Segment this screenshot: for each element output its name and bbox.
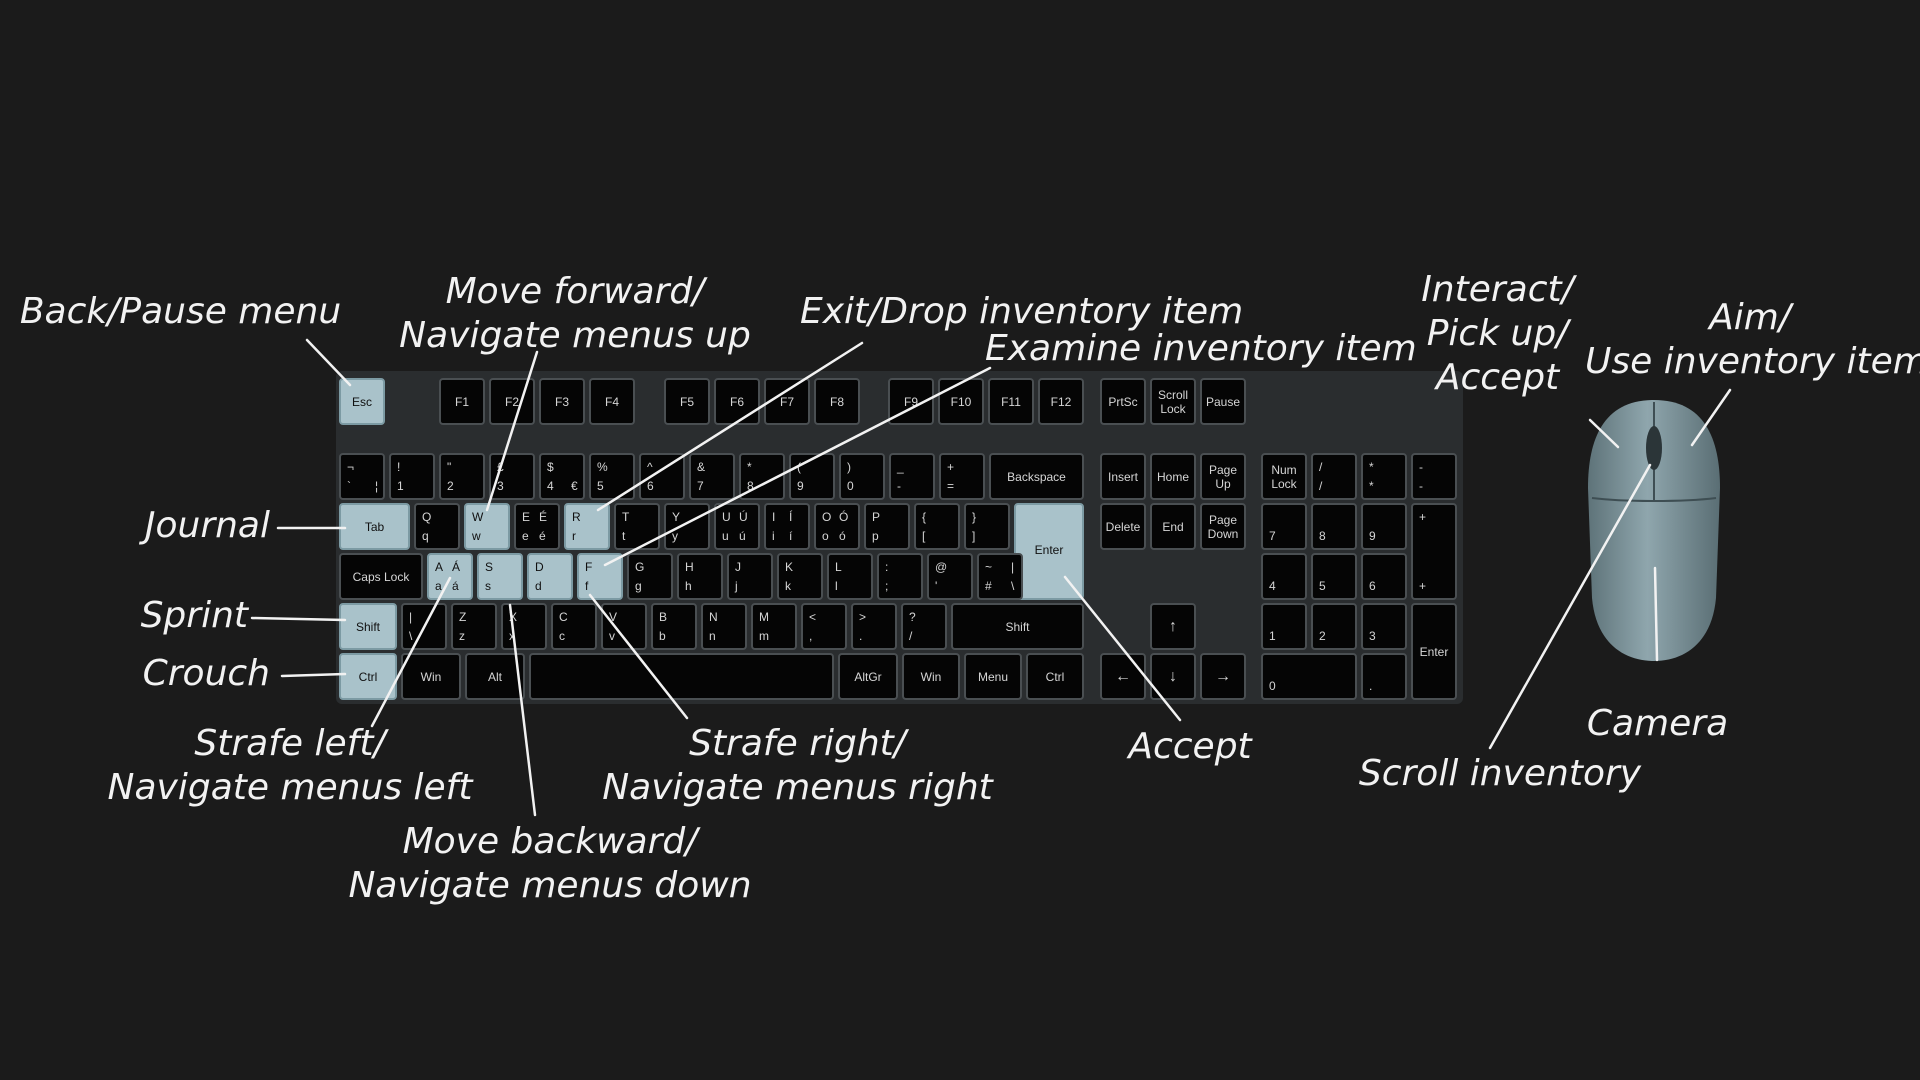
label-examine: Examine inventory item: [985, 327, 1405, 371]
label-journal: Journal: [100, 504, 270, 548]
callout-line-left-click: [1590, 420, 1618, 447]
callout-line-d: [590, 595, 687, 718]
callout-line-right-click: [1692, 390, 1730, 445]
callout-line-w: [487, 352, 537, 510]
callout-line-enter: [1065, 577, 1180, 720]
callout-line-a: [372, 578, 450, 726]
callout-line-shift: [252, 618, 345, 620]
label-strafe-right: Strafe right/ Navigate menus right: [600, 722, 995, 810]
label-back-pause-menu: Back/Pause menu: [18, 290, 343, 334]
label-interact: Interact/ Pick up/ Accept: [1410, 268, 1585, 400]
label-accept: Accept: [1110, 725, 1270, 769]
label-camera: Camera: [1570, 702, 1745, 746]
callout-line-esc: [307, 340, 350, 385]
callout-line-ctrl: [282, 674, 345, 676]
callout-line-s: [510, 605, 535, 815]
callout-line-camera: [1655, 568, 1657, 660]
callout-line-f-examine: [605, 368, 990, 565]
label-scroll-inventory: Scroll inventory: [1355, 752, 1645, 796]
label-move-backward: Move backward/ Navigate menus down: [340, 820, 760, 908]
label-strafe-left: Strafe left/ Navigate menus left: [100, 722, 480, 810]
label-move-forward: Move forward/ Navigate menus up: [395, 270, 755, 358]
callout-line-r: [598, 343, 862, 510]
label-sprint: Sprint: [100, 594, 248, 638]
label-aim: Aim/ Use inventory item: [1585, 296, 1915, 384]
label-crouch: Crouch: [100, 652, 270, 696]
